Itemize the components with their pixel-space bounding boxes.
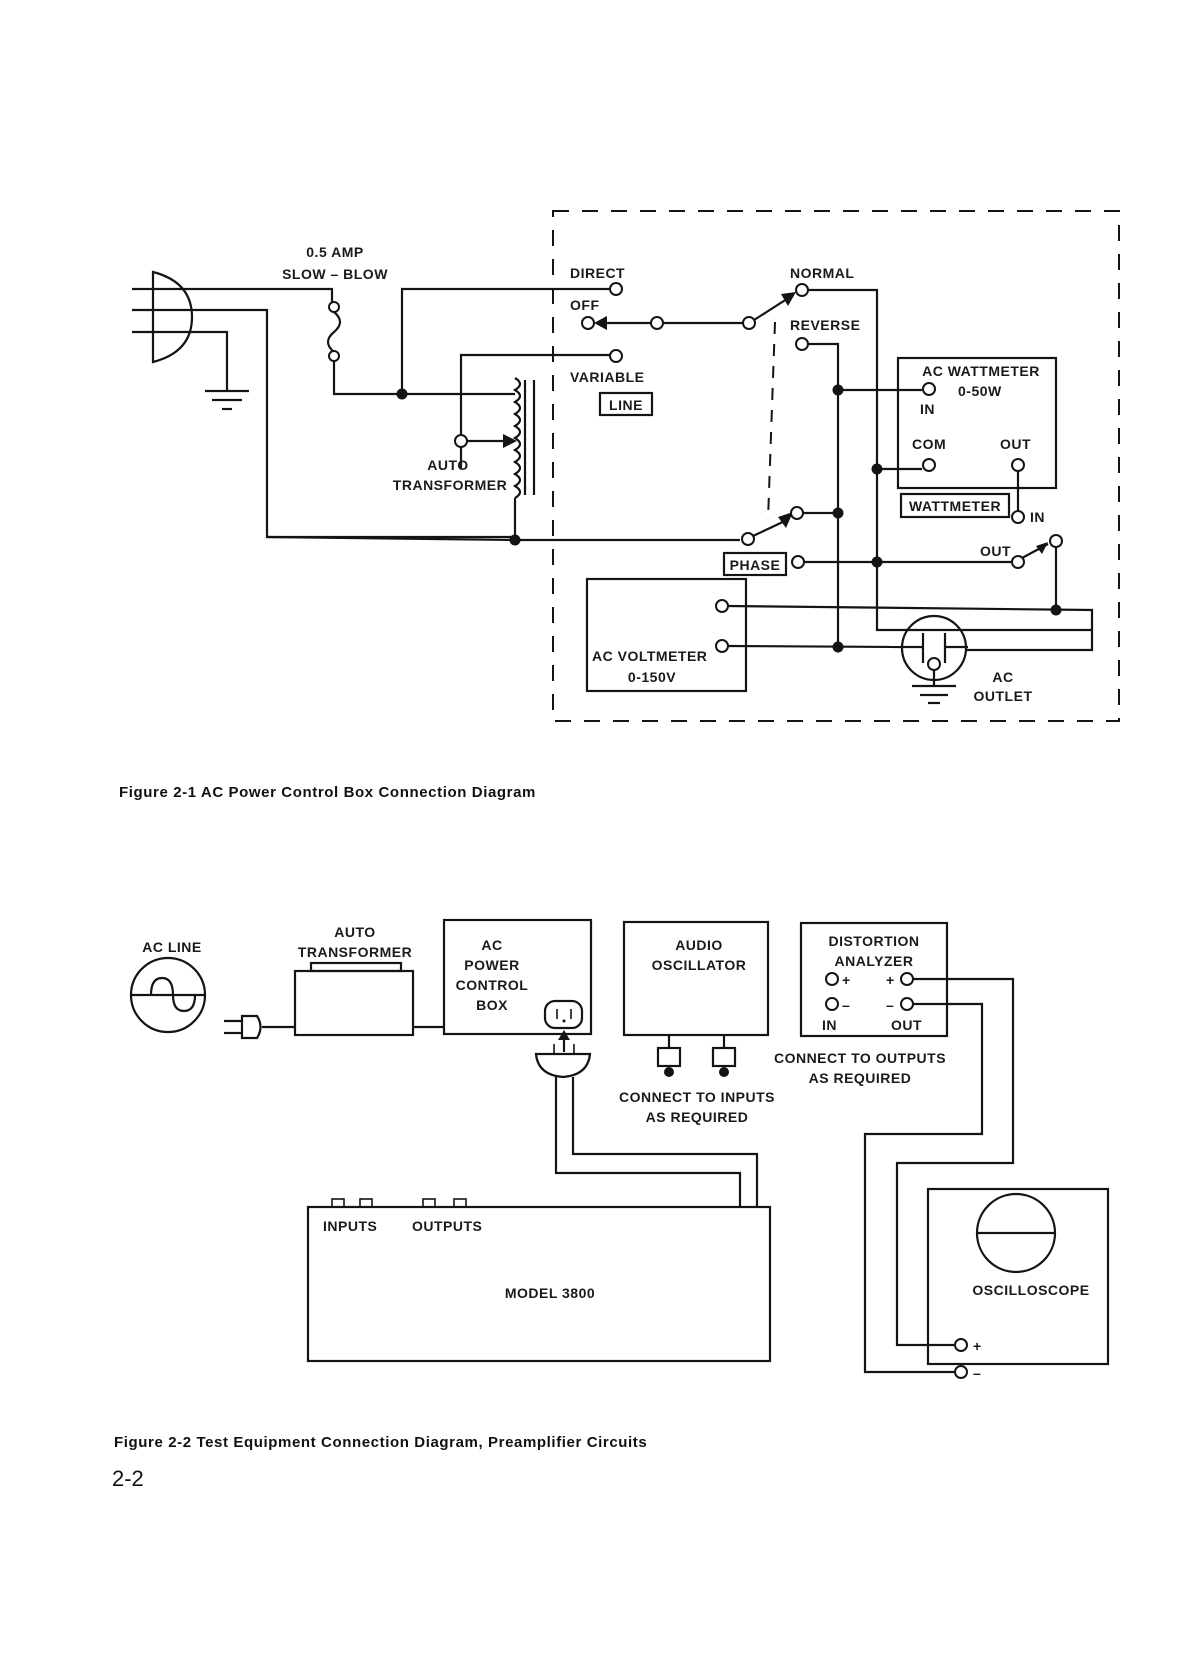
variable-label: VARIABLE	[570, 369, 645, 385]
analyzer-out-plus-label: +	[886, 972, 895, 988]
analyzer-label-1: DISTORTION	[828, 933, 919, 949]
autotransformer-label-2: TRANSFORMER	[393, 477, 507, 493]
wattmeter-com-label: COM	[912, 436, 946, 452]
page-number: 2-2	[112, 1466, 144, 1491]
autotransformer-label-1: AUTO	[427, 457, 468, 473]
analyzer-in-minus-terminal	[825, 997, 839, 1011]
oscillator-label-1: AUDIO	[675, 937, 723, 953]
fuse-type-label: SLOW – BLOW	[282, 266, 388, 282]
pcb-label-1: AC	[481, 937, 502, 953]
phase-switch[interactable]	[722, 551, 788, 577]
reverse-label: REVERSE	[790, 317, 860, 333]
fuse-icon	[326, 301, 342, 362]
reverse-terminal	[795, 337, 809, 351]
oscillator-output-connector-2	[711, 1046, 737, 1068]
wattmeter-switch[interactable]	[899, 492, 1011, 519]
analyzer-out-plus-terminal	[900, 972, 914, 986]
autotransformer-coil-icon	[512, 377, 536, 499]
wattmeter-in-terminal	[922, 382, 936, 396]
normal-label: NORMAL	[790, 265, 854, 281]
model-inputs-label: INPUTS	[323, 1218, 377, 1234]
wattmeter-title: AC WATTMETER	[922, 363, 1040, 379]
ac-line-label: AC LINE	[142, 939, 202, 955]
voltmeter-range: 0-150V	[628, 669, 676, 685]
figure-2-1-caption: Figure 2-1 AC Power Control Box Connecti…	[119, 784, 536, 801]
oscillator-label-2: OSCILLATOR	[652, 957, 747, 973]
figure-2-2: AC LINE AUTO TRANSFORMER AC POWER CONTRO…	[129, 918, 1110, 1381]
oscilloscope	[926, 1187, 1110, 1366]
oscillator-note-2: AS REQUIRED	[646, 1109, 749, 1125]
oscillator-output-connector-1	[656, 1046, 682, 1068]
figure-2-2-caption: Figure 2-2 Test Equipment Connection Dia…	[114, 1434, 647, 1451]
variable-terminal	[609, 349, 623, 363]
analyzer-in-minus-label: –	[842, 997, 850, 1013]
scope-plus-terminal	[954, 1338, 968, 1352]
model-power-plug-icon	[534, 1052, 592, 1079]
oscilloscope-screen-icon	[975, 1192, 1057, 1274]
power-control-box-enclosure	[552, 210, 1120, 722]
wattmeter-out-label: OUT	[1000, 436, 1031, 452]
fuse-rating-label: 0.5 AMP	[306, 244, 363, 260]
pcb-label-4: BOX	[476, 997, 508, 1013]
analyzer-in-label: IN	[822, 1017, 837, 1033]
analyzer-in-plus-label: +	[842, 972, 851, 988]
oscillator-note-1: CONNECT TO INPUTS	[619, 1089, 775, 1105]
wattmeter-switch-label: WATTMETER	[909, 498, 1001, 514]
voltmeter-terminal-1	[715, 599, 729, 613]
outlet-receptacle-icon	[543, 999, 584, 1030]
analyzer-in-plus-terminal	[825, 972, 839, 986]
line-switch-label: LINE	[609, 397, 643, 413]
scope-minus-label: –	[973, 1365, 981, 1381]
off-terminal	[581, 316, 595, 330]
line-switch[interactable]	[598, 391, 654, 417]
wattmeter-in-label: IN	[920, 401, 935, 417]
off-label: OFF	[570, 297, 600, 313]
analyzer-out-label: OUT	[891, 1017, 922, 1033]
analyzer-label-2: ANALYZER	[835, 953, 914, 969]
model-outputs-label: OUTPUTS	[412, 1218, 482, 1234]
scope-minus-terminal	[954, 1365, 968, 1379]
model-3800	[306, 1205, 772, 1363]
phase-switch-label: PHASE	[730, 557, 781, 573]
voltmeter-terminal-2	[715, 639, 729, 653]
analyzer-out-minus-terminal	[900, 997, 914, 1011]
phase-switch-pole	[741, 532, 755, 546]
analyzer-note-1: CONNECT TO OUTPUTS	[774, 1050, 946, 1066]
auto-transformer-box	[293, 969, 415, 1037]
outlet-label-2: OUTLET	[974, 688, 1033, 704]
pcb-label-2: POWER	[464, 957, 519, 973]
pcb-label-3: CONTROL	[456, 977, 529, 993]
auto-transformer-label-1: AUTO	[334, 924, 375, 940]
analyzer-out-minus-label: –	[886, 997, 894, 1013]
ac-line-source-icon	[129, 956, 207, 1034]
direct-terminal	[609, 282, 623, 296]
figure-2-1: 0.5 AMP SLOW – BLOW AUTO TRANSFORMER DIR…	[132, 210, 1120, 722]
analyzer-note-2: AS REQUIRED	[809, 1070, 912, 1086]
normal-terminal	[795, 283, 809, 297]
wattmeter-out-terminal	[1011, 458, 1025, 472]
outlet-label-1: AC	[992, 669, 1013, 685]
wattmeter-switch-out-label: OUT	[980, 543, 1011, 559]
audio-oscillator	[622, 920, 770, 1037]
wattmeter-range: 0-50W	[958, 383, 1002, 399]
auto-transformer-label-2: TRANSFORMER	[298, 944, 412, 960]
voltmeter-title: AC VOLTMETER	[592, 648, 707, 664]
ac-wattmeter	[896, 356, 1058, 490]
power-plug-icon	[132, 270, 194, 364]
oscilloscope-label: OSCILLOSCOPE	[972, 1282, 1089, 1298]
ac-outlet-icon	[900, 614, 968, 705]
ac-power-control-box	[442, 918, 593, 1036]
scope-plus-label: +	[973, 1338, 982, 1354]
wattmeter-switch-in-label: IN	[1030, 509, 1045, 525]
line-switch-pole	[742, 316, 756, 330]
direct-label: DIRECT	[570, 265, 625, 281]
model-name-label: MODEL 3800	[505, 1285, 595, 1301]
wattmeter-com-terminal	[922, 458, 936, 472]
ac-voltmeter	[585, 577, 748, 693]
ac-plug-icon	[224, 1014, 296, 1040]
ground-icon	[205, 389, 249, 411]
